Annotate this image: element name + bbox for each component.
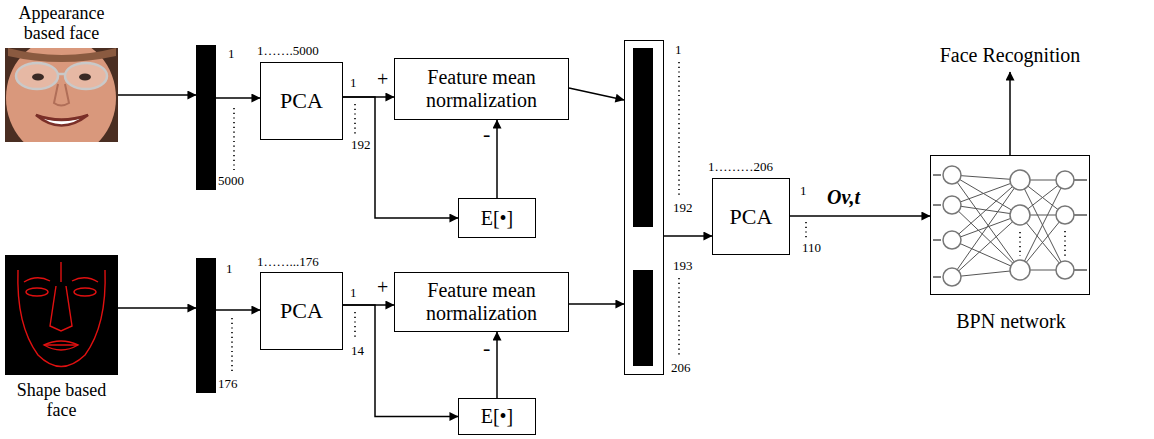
pca-box: PCA: [260, 272, 343, 350]
appearance-face-picture: [5, 48, 118, 142]
pca-box: PCA: [260, 62, 343, 140]
picture-heading: Appearance based face: [5, 4, 118, 44]
network-label: BPN network: [931, 310, 1091, 333]
expectation-box: E[•]: [458, 198, 536, 238]
dimension-number: 1: [350, 286, 357, 301]
feature-vector: 1176: [196, 258, 216, 393]
dimension-number: 192: [351, 138, 371, 153]
index-number: 206: [671, 361, 691, 376]
sign-label: +: [376, 276, 389, 298]
shape-face-picture: [5, 255, 118, 375]
sign-label: -: [482, 336, 491, 360]
arrow-connector: [118, 307, 196, 309]
arrow-connector: [496, 120, 498, 198]
box-label: PCA: [730, 204, 773, 229]
sign-label: +: [376, 68, 389, 90]
face-picture: Appearance based face: [5, 48, 118, 142]
index-number: 5000: [218, 174, 244, 189]
output-label: Face Recognition: [935, 44, 1085, 67]
bpn-network-box: BPN network: [930, 155, 1090, 295]
index-number: 1: [675, 43, 682, 58]
normalization-box: Feature mean normalization: [394, 58, 569, 120]
dimension-number: 110: [802, 241, 821, 256]
pca-box: PCA: [712, 178, 790, 255]
box-label: Feature mean normalization: [401, 279, 562, 325]
box-label: E[•]: [481, 207, 514, 230]
vector-dots: [232, 62, 806, 372]
dimension-number: 1: [350, 76, 357, 91]
expectation-box: E[•]: [458, 398, 536, 435]
arrow-connector: [569, 88, 624, 100]
dimension-number: 1…….5000: [257, 44, 319, 59]
box-label: Feature mean normalization: [401, 66, 562, 112]
signal-name: Ov,t: [826, 186, 861, 208]
index-number: 176: [218, 377, 238, 392]
box-label: PCA: [280, 298, 323, 323]
normalization-box: Feature mean normalization: [394, 272, 569, 332]
arrow-connector: [118, 94, 196, 96]
index-number: 1: [226, 262, 233, 277]
dimension-number: 1………206: [708, 160, 773, 175]
arrow-connector: [664, 235, 712, 237]
box-label: E[•]: [481, 405, 514, 428]
box-label: PCA: [280, 88, 323, 113]
index-number: 192: [673, 201, 693, 216]
dimension-number: 14: [351, 344, 364, 359]
dimension-number: 1……...176: [257, 255, 319, 270]
feature-vector: 15000: [196, 45, 216, 190]
dimension-number: 1: [800, 184, 807, 199]
arrow-connector: [790, 215, 930, 217]
arrow-connector: [569, 303, 624, 305]
concatenated-vector-bars: [633, 48, 653, 366]
arrow-connector: [216, 309, 260, 311]
face-picture: Shape based face: [5, 255, 118, 375]
index-number: 193: [673, 259, 693, 274]
concatenated-vector: 1192193206: [624, 40, 664, 375]
index-number: 1: [228, 47, 235, 62]
arrow-connector: [216, 97, 260, 99]
sign-label: -: [482, 122, 491, 146]
output-arrow: [1009, 72, 1011, 155]
picture-heading: Shape based face: [5, 381, 118, 421]
arrow-connector: [496, 332, 498, 398]
neural-network-picture: [933, 166, 1087, 286]
